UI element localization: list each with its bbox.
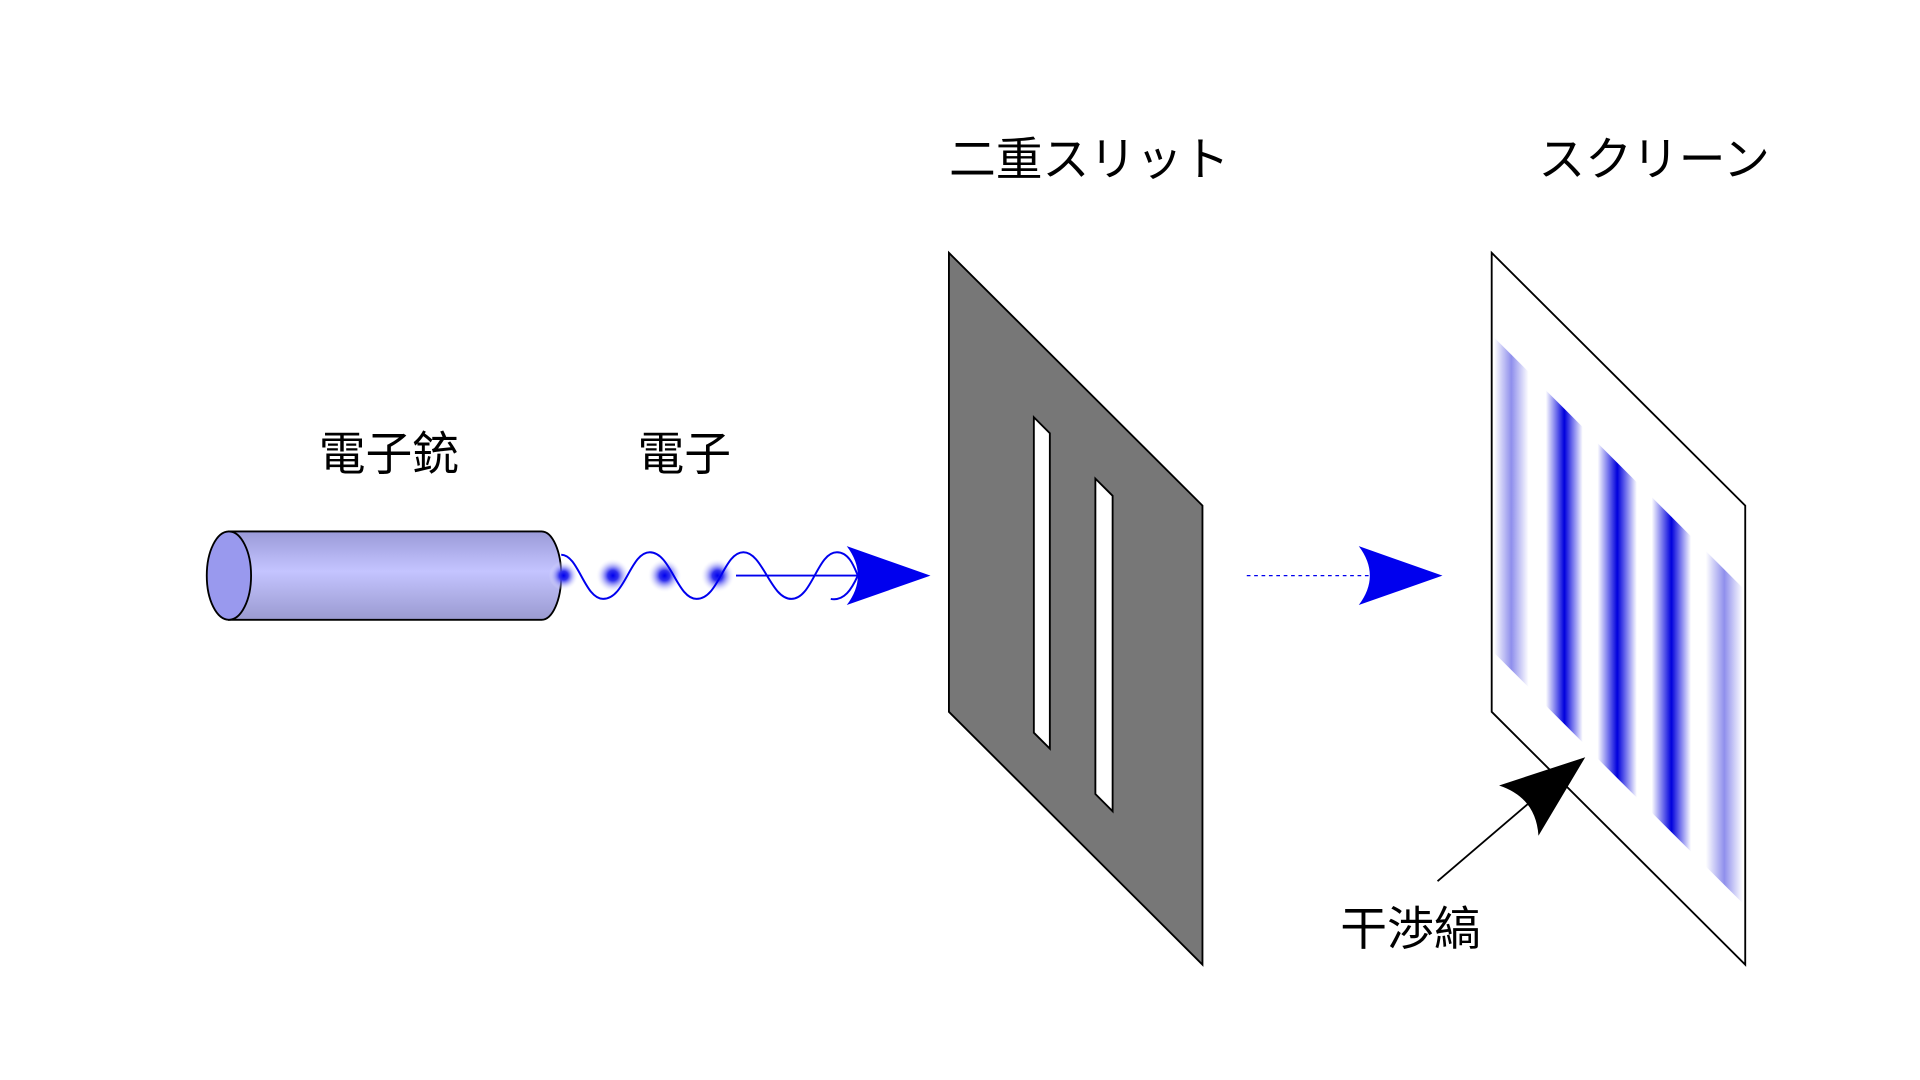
electron-gun <box>205 530 563 621</box>
double-slit-plate <box>948 250 1204 967</box>
arrow-icon <box>846 546 931 606</box>
electron-wave <box>548 546 931 606</box>
arrow-icon <box>1358 546 1443 606</box>
screen-label: スクリーン <box>1538 134 1769 188</box>
fringe-pointer <box>1436 757 1586 882</box>
interference-fringes-label: 干渉縞 <box>1340 903 1480 957</box>
screen <box>1490 250 1747 967</box>
double-slit-label: 二重スリット <box>949 134 1230 188</box>
propagation-arrow <box>1246 546 1443 606</box>
electron-label: 電子 <box>638 428 732 482</box>
electron-gun-label: 電子銃 <box>319 428 459 482</box>
arrow-icon <box>1499 757 1586 836</box>
interference-fringes <box>1494 337 1743 904</box>
